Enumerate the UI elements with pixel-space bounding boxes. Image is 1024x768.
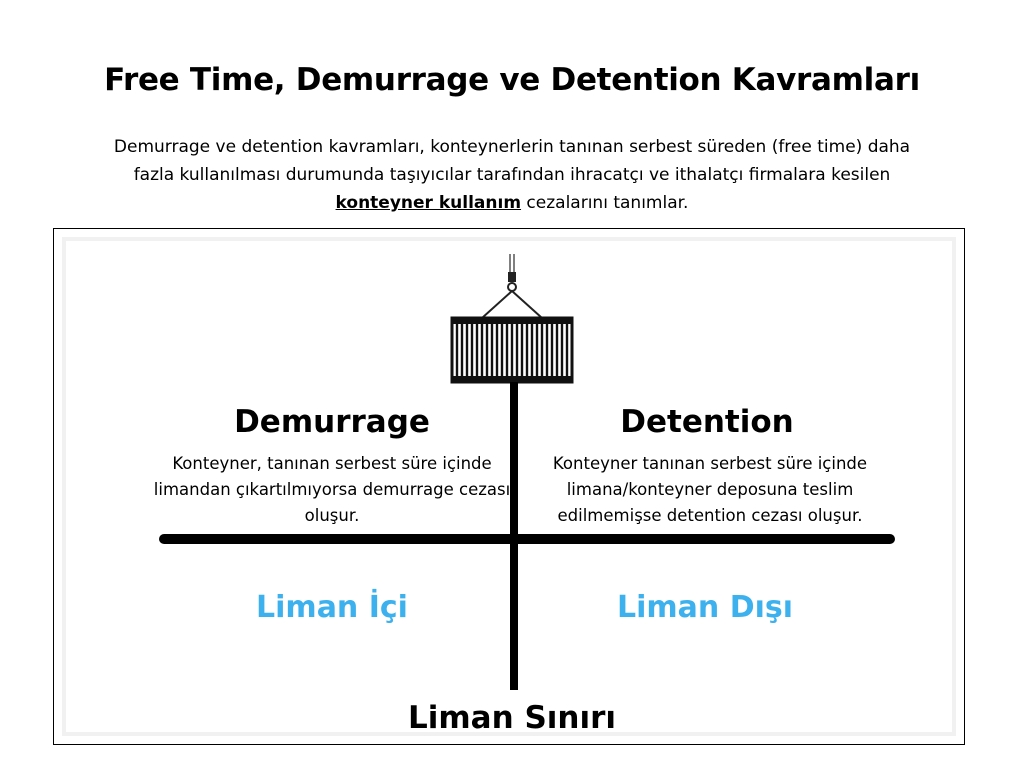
intro-paragraph: Demurrage ve detention kavramları, konte…	[112, 133, 912, 217]
intro-text-before: Demurrage ve detention kavramları, konte…	[113, 137, 911, 185]
detention-heading: Detention	[620, 404, 794, 440]
intro-keyword-link[interactable]: konteyner kullanım	[335, 193, 522, 213]
port-inside-label: Liman İçi	[256, 590, 408, 625]
port-outside-label: Liman Dışı	[616, 590, 794, 625]
demurrage-heading: Demurrage	[234, 404, 430, 440]
page-title: Free Time, Demurrage ve Detention Kavram…	[104, 62, 920, 98]
hanging-container-icon	[450, 254, 574, 384]
detention-description: Konteyner tanınan serbest süre içinde li…	[552, 454, 868, 525]
demurrage-description: Konteyner, tanınan serbest süre içinde l…	[153, 454, 511, 525]
horizontal-axis-line	[159, 534, 895, 544]
intro-text-after: cezalarını tanımlar.	[521, 193, 689, 213]
port-boundary-label: Liman Sınırı	[407, 700, 617, 736]
